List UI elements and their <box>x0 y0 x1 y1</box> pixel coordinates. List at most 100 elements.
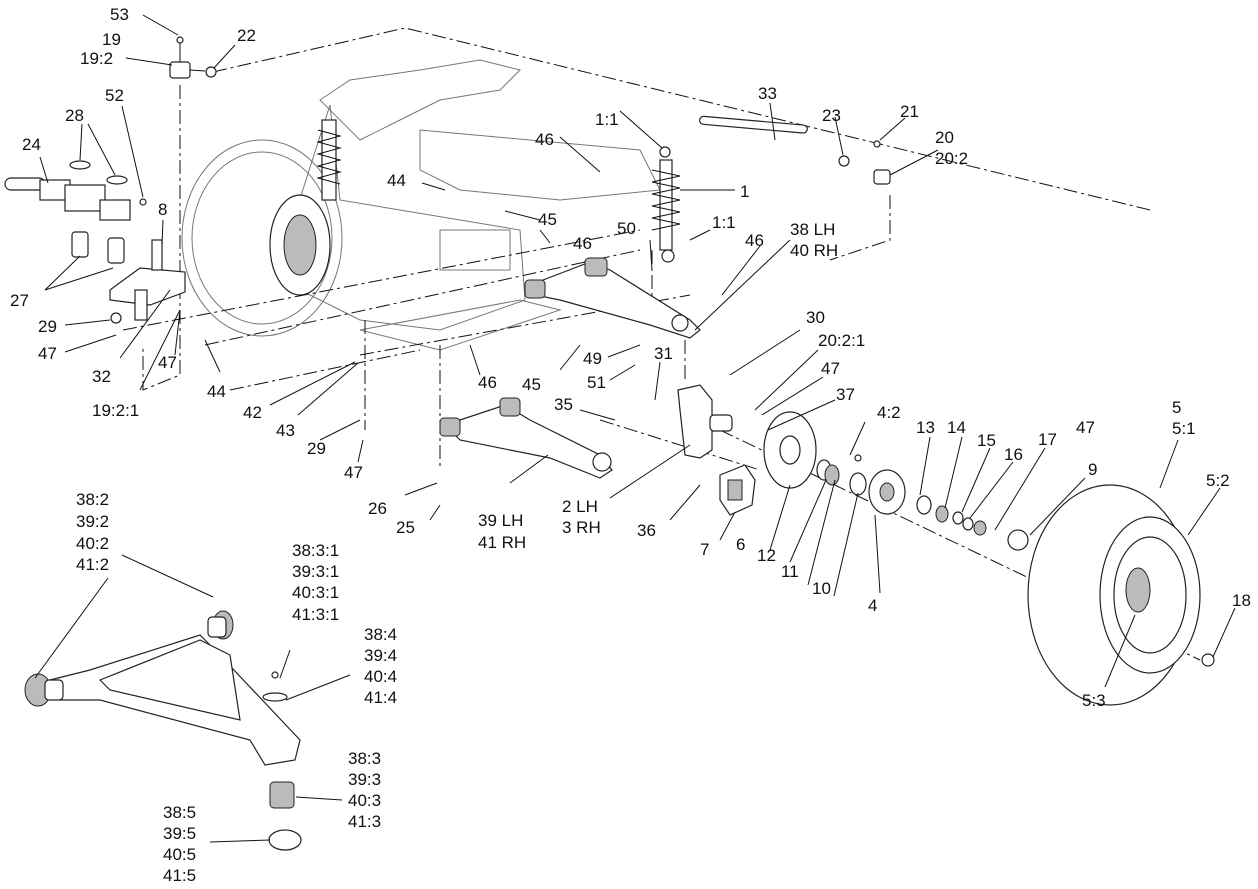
callout-46: 46 <box>478 373 497 392</box>
rear-wheel-ghost <box>181 139 343 337</box>
callout-17: 17 <box>1038 430 1057 449</box>
callout-23: 23 <box>822 106 841 125</box>
callout-46: 46 <box>745 231 764 250</box>
callout-16: 16 <box>1004 445 1023 464</box>
callout-40-4: 40:4 <box>364 667 397 686</box>
callout-40-2: 40:2 <box>76 534 109 553</box>
brake-caliper <box>719 464 756 516</box>
lower-control-arm <box>439 397 613 479</box>
callout-41-3-1: 41:3:1 <box>292 605 339 624</box>
callout-32: 32 <box>92 367 111 386</box>
callout-39-3: 39:3 <box>348 770 381 789</box>
callout-41-3: 41:3 <box>348 812 381 831</box>
callout-40-5: 40:5 <box>163 845 196 864</box>
callout-39-5: 39:5 <box>163 824 196 843</box>
control-arm-detail <box>24 610 302 851</box>
callout-49: 49 <box>583 349 602 368</box>
callout-20-2: 20:2 <box>935 149 968 168</box>
callout-41-2: 41:2 <box>76 555 109 574</box>
callout-8: 8 <box>158 200 167 219</box>
callout-39-3-1: 39:3:1 <box>292 562 339 581</box>
callout-28: 28 <box>65 106 84 125</box>
callout-15: 15 <box>977 431 996 450</box>
callout-2-lh: 2 LH <box>562 497 598 516</box>
callout-31: 31 <box>654 344 673 363</box>
callout-12: 12 <box>757 546 776 565</box>
callout-5-3: 5:3 <box>1082 691 1106 710</box>
callout-52: 52 <box>105 86 124 105</box>
callout-43: 43 <box>276 421 295 440</box>
rear-shock <box>316 119 342 201</box>
callout-38-4: 38:4 <box>364 625 397 644</box>
callout-51: 51 <box>587 373 606 392</box>
callout-47: 47 <box>38 344 57 363</box>
pivot-bracket <box>71 231 186 324</box>
callout-29: 29 <box>307 439 326 458</box>
callout-3-rh: 3 RH <box>562 518 601 537</box>
brake-rotor <box>763 411 817 489</box>
upper-control-arm <box>524 257 701 339</box>
callout-19-2-1: 19:2:1 <box>92 401 139 420</box>
callout-27: 27 <box>10 291 29 310</box>
front-wheel <box>1027 484 1215 706</box>
callout-50: 50 <box>617 219 636 238</box>
callout-44: 44 <box>207 382 226 401</box>
callout-11: 11 <box>781 562 799 581</box>
callout-35: 35 <box>554 395 573 414</box>
callout-38-5: 38:5 <box>163 803 196 822</box>
callout-41-5: 41:5 <box>163 866 196 885</box>
callout-41-rh: 41 RH <box>478 533 526 552</box>
callout-30: 30 <box>806 308 825 327</box>
callout-10: 10 <box>812 579 831 598</box>
callout-1-1: 1:1 <box>595 110 619 129</box>
callout-24: 24 <box>22 135 41 154</box>
callout-47: 47 <box>1076 418 1095 437</box>
callout-7: 7 <box>700 540 709 559</box>
callout-37: 37 <box>836 385 855 404</box>
callout-46: 46 <box>535 130 554 149</box>
callout-5-1: 5:1 <box>1172 419 1196 438</box>
callout-19-2: 19:2 <box>80 49 113 68</box>
callout-21: 21 <box>900 102 919 121</box>
callout-33: 33 <box>758 84 777 103</box>
callout-6: 6 <box>736 535 745 554</box>
callout-46: 46 <box>573 234 592 253</box>
callout-45: 45 <box>538 210 557 229</box>
callout-53: 53 <box>110 5 129 24</box>
callout-47: 47 <box>821 359 840 378</box>
front-shock-absorber <box>651 146 681 263</box>
callout-47: 47 <box>158 353 177 372</box>
callout-47: 47 <box>344 463 363 482</box>
leader-lines <box>34 14 1236 843</box>
callout-29: 29 <box>38 317 57 336</box>
callout-40-rh: 40 RH <box>790 241 838 260</box>
callout-38-3-1: 38:3:1 <box>292 541 339 560</box>
callout-19: 19 <box>102 30 121 49</box>
callout-22: 22 <box>237 26 256 45</box>
tie-rod-end-left <box>169 36 217 79</box>
callout-41-4: 41:4 <box>364 688 397 707</box>
callout-4: 4 <box>868 596 877 615</box>
steering-knuckle <box>677 384 733 459</box>
callout-39-2: 39:2 <box>76 512 109 531</box>
callout-1-1: 1:1 <box>712 213 736 232</box>
callout-40-3: 40:3 <box>348 791 381 810</box>
callout-18: 18 <box>1232 591 1251 610</box>
callout-38-2: 38:2 <box>76 490 109 509</box>
callout-9: 9 <box>1088 460 1097 479</box>
callout-25: 25 <box>396 518 415 537</box>
callout-20: 20 <box>935 128 954 147</box>
callout-4-2: 4:2 <box>877 403 901 422</box>
steering-cylinder <box>4 160 147 221</box>
callout-labels: 53 22 19 19:2 52 28 24 8 27 29 47 32 47 … <box>10 5 1251 885</box>
callout-39-4: 39:4 <box>364 646 397 665</box>
callout-38-lh: 38 LH <box>790 220 835 239</box>
callout-36: 36 <box>637 521 656 540</box>
tie-rod-right <box>699 115 891 185</box>
callout-45: 45 <box>522 375 541 394</box>
callout-5-2: 5:2 <box>1206 471 1230 490</box>
callout-5: 5 <box>1172 398 1181 417</box>
callout-39-lh: 39 LH <box>478 511 523 530</box>
